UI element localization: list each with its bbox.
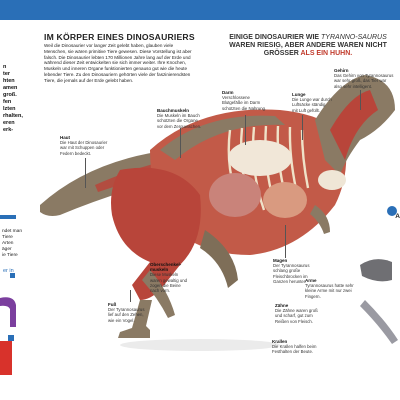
leader-line	[360, 90, 361, 110]
label-magen: Magen Der Tyrannosaurus schlang große Fl…	[273, 258, 321, 284]
label-text: Die Haut der Dinosaurier war mit Schuppe…	[60, 140, 108, 156]
label-zaehne: Zähne Die Zähne waren groß und scharf, g…	[275, 303, 325, 324]
side-word-1: n	[3, 64, 7, 70]
purple-pipe-shape	[0, 297, 16, 327]
label-title: Haut	[60, 135, 70, 140]
leader-line	[302, 115, 303, 140]
label-lunge: Lunge Die Lunge war durch Luftsäcke stän…	[292, 92, 332, 113]
foot-skin	[118, 300, 152, 338]
intro-paragraph: Weil die Dinosaurier vor langer Zeit gel…	[44, 43, 192, 83]
label-title: Darm	[222, 90, 234, 95]
section-title: IM KÖRPER EINES DINOSAURIERS	[44, 32, 195, 42]
blue-small-block	[8, 335, 14, 341]
side-word-6: fen	[3, 99, 12, 105]
label-darm: Darm Verschlossene Blutgefäße im Darm sc…	[222, 90, 268, 111]
label-title: Lunge	[292, 92, 306, 97]
side-lower-3: Arten	[2, 241, 14, 246]
headline: EINIGE DINOSAURIER WIE TYRANNO-SAURUS WA…	[223, 34, 393, 59]
label-title: Arme	[305, 278, 317, 283]
air-sac-organ	[318, 170, 346, 190]
flying-reptile-wing	[360, 300, 398, 344]
top-banner	[0, 0, 400, 20]
red-block-shape	[0, 341, 12, 375]
right-callout-title: A	[395, 213, 400, 220]
side-lower-5: ie Tiere	[2, 253, 18, 258]
leader-line	[85, 158, 86, 188]
label-arme: Arme Tyrannosaurus hatte sehr kleine Arm…	[305, 278, 355, 299]
lower-leg-skin	[142, 270, 175, 318]
small-arm	[310, 205, 330, 234]
label-krallen: Krallen Die Krallen halfen beim Festhalt…	[272, 339, 320, 355]
label-gehirn: Gehirn Das Gehirn von Tyrannosaurus war …	[334, 68, 394, 89]
blue-square-icon	[10, 273, 15, 278]
label-title: Gehirn	[334, 68, 349, 73]
leader-line	[285, 225, 286, 258]
leader-line	[245, 115, 246, 145]
side-lower-1: ndet man	[2, 229, 23, 234]
lung-organ	[228, 140, 292, 176]
left-strip-graphics	[0, 215, 16, 375]
side-word-5: groß.	[3, 92, 17, 98]
info-dot-icon	[387, 206, 397, 216]
far-leg	[200, 230, 238, 288]
side-word-9: eren	[3, 120, 15, 126]
label-text: Tyrannosaurus hatte sehr kleine Arme mit…	[305, 283, 354, 299]
side-lower-4: äger	[2, 247, 12, 252]
label-text: Das Gehirn von Tyrannosaurus war sehr gr…	[334, 73, 394, 89]
side-icon-label: er in	[3, 268, 14, 274]
label-title: Magen	[273, 258, 288, 263]
stomach-organ	[263, 182, 307, 218]
label-title: Bauchmuskeln	[157, 108, 190, 113]
ground-shadow	[120, 339, 280, 351]
label-text: Der Tyrannosaurus schlang große Fleischb…	[273, 263, 310, 284]
leader-line	[130, 290, 131, 302]
label-text: Diese Muskeln waren gewaltig und zogen d…	[150, 272, 188, 294]
headline-part1: EINIGE DINOSAURIER WIE	[229, 34, 320, 41]
intestine-organ	[209, 173, 261, 217]
label-text: Die Krallen halfen beim Festhalten der B…	[272, 344, 317, 355]
thigh-muscle	[111, 167, 201, 300]
label-title: Krallen	[272, 339, 288, 344]
side-word-7: lzten	[3, 106, 16, 112]
label-text: Die Muskeln im Bauch schützten die Organ…	[157, 113, 202, 129]
side-word-2: ter	[3, 71, 11, 77]
label-bauchmuskeln: Bauchmuskeln Die Muskeln im Bauch schütz…	[157, 108, 203, 129]
blue-divider	[0, 215, 16, 219]
label-fuss: Fuß Der Tyrannosaurus lief auf den Zehen…	[108, 302, 148, 323]
headline-italic: TYRANNO-SAURUS	[321, 34, 387, 41]
background-dinosaur	[360, 259, 392, 282]
headline-red: ALS EIN HUHN.	[300, 50, 353, 58]
label-oberschenkelmuskeln: Oberschenkel-muskeln Diese Muskeln waren…	[150, 262, 190, 293]
label-haut: Haut Die Haut der Dinosaurier war mit Sc…	[60, 135, 108, 156]
headline-part2: WAREN RIESIG, ABER ANDERE WAREN NICHT GR…	[229, 42, 387, 58]
label-text: Die Lunge war durch Luftsäcke ständig mi…	[292, 97, 332, 113]
label-text: Die Zähne waren groß und scharf, gut zum…	[275, 308, 318, 324]
left-page-strip	[0, 20, 40, 400]
side-word-3: hten	[3, 78, 15, 84]
side-word-4: amen	[3, 85, 18, 91]
side-word-10: erk-	[3, 127, 14, 133]
leader-line	[180, 128, 181, 158]
back-skin	[160, 115, 285, 160]
label-text: Verschlossene Blutgefäße im Darm schützt…	[222, 95, 267, 111]
label-text: Der Tyrannosaurus lief auf den Zehen, wi…	[108, 307, 145, 323]
side-lower-2: Tiere	[2, 235, 13, 240]
neck-muscle	[330, 90, 378, 160]
label-title: Fuß	[108, 302, 117, 307]
label-title: Zähne	[275, 303, 289, 308]
side-word-8: rhalten,	[3, 113, 23, 119]
label-title: Oberschenkel-muskeln	[150, 262, 182, 273]
